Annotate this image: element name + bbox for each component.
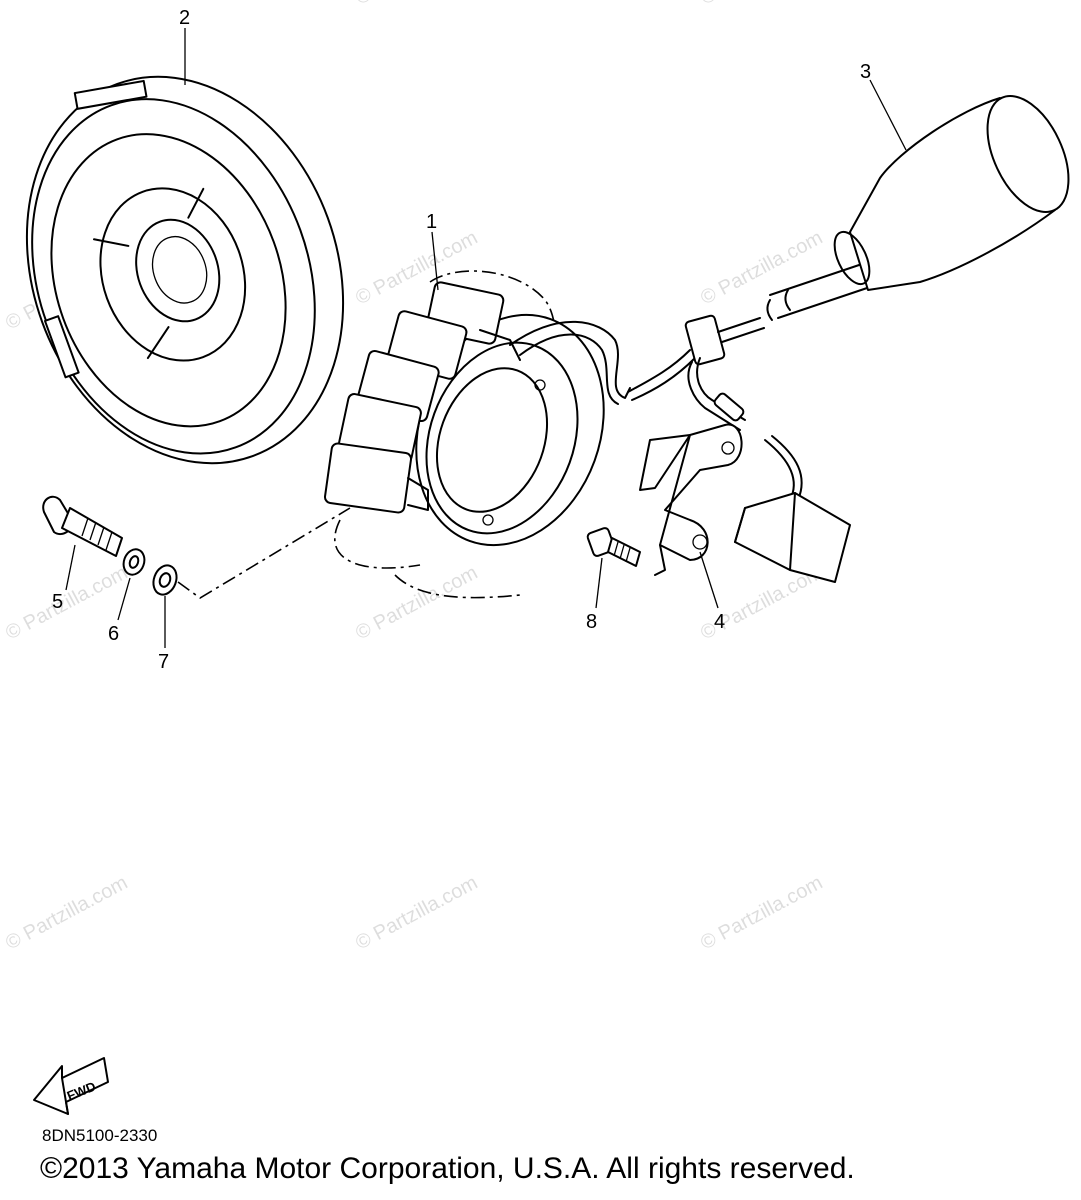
callout-4: 4	[714, 611, 725, 633]
watermark: © Partzilla.com	[697, 227, 826, 310]
watermark: © Partzilla.com	[352, 562, 481, 645]
assembly-line	[177, 507, 351, 599]
drawing-code: 8DN5100-2330	[42, 1126, 158, 1145]
callouts: 1 2 3 4 5 6 7 8	[52, 7, 871, 673]
watermark: © Partzilla.com	[2, 872, 131, 955]
watermark: © Partzilla.com	[697, 0, 826, 9]
screw-part[interactable]	[586, 527, 641, 567]
leader-lines	[65, 28, 907, 648]
callout-2: 2	[179, 7, 190, 29]
tool-part[interactable]	[766, 83, 1081, 321]
watermark: © Partzilla.com	[352, 872, 481, 955]
watermark: © Partzilla.com	[352, 0, 481, 9]
callout-7: 7	[158, 651, 169, 673]
watermark: © Partzilla.com	[697, 872, 826, 955]
copyright-notice: ©2013 Yamaha Motor Corporation, U.S.A. A…	[40, 1152, 855, 1185]
callout-1: 1	[426, 211, 437, 233]
callout-5: 5	[52, 591, 63, 613]
washer-part[interactable]	[150, 562, 181, 598]
clamp-part[interactable]	[639, 423, 743, 576]
fwd-arrow-icon: FWD	[33, 1057, 109, 1115]
pickup-coil[interactable]	[734, 492, 851, 583]
callout-6: 6	[108, 623, 119, 645]
stator-part[interactable]	[323, 270, 635, 599]
stator-poles	[323, 281, 521, 514]
callout-8: 8	[586, 611, 597, 633]
bolt-part[interactable]	[42, 495, 123, 557]
callout-3: 3	[860, 61, 871, 83]
wire-harness[interactable]	[627, 314, 803, 501]
rotor-part[interactable]	[0, 26, 396, 508]
washer-part[interactable]	[120, 546, 148, 577]
